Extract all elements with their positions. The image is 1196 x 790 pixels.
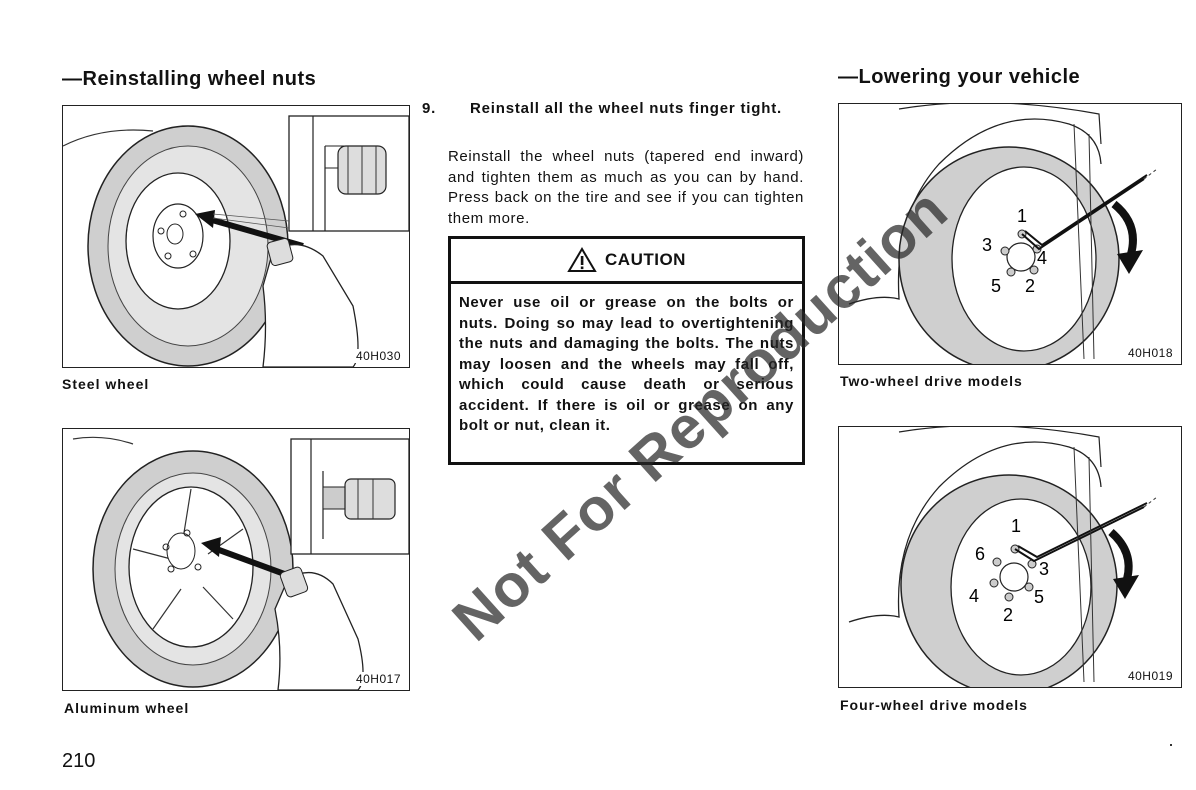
caution-header: CAUTION <box>451 239 802 284</box>
page-speck <box>1170 744 1172 746</box>
nut-label: 4 <box>969 586 979 606</box>
figure-two-wheel-drive: 1 4 2 5 3 40H018 <box>838 103 1182 365</box>
figure-code: 40H018 <box>1125 346 1175 360</box>
nut-label: 6 <box>975 544 985 564</box>
nut-label: 2 <box>1003 605 1013 625</box>
figure-four-wheel-drive: 1 3 5 2 4 6 40H019 <box>838 426 1182 688</box>
figure-code: 40H017 <box>353 672 403 686</box>
figure-code: 40H030 <box>353 349 403 363</box>
caption-four-wheel-drive: Four-wheel drive models <box>840 697 1028 713</box>
two-wheel-drive-illustration: 1 4 2 5 3 <box>848 104 1158 364</box>
nut-label: 2 <box>1025 276 1035 296</box>
nut-label: 5 <box>1034 587 1044 607</box>
nut-label: 4 <box>1037 248 1047 268</box>
figure-code: 40H019 <box>1125 669 1175 683</box>
section-title-reinstalling: —Reinstalling wheel nuts <box>62 68 317 90</box>
nut-label: 1 <box>1017 206 1027 226</box>
warning-triangle-icon <box>567 247 597 272</box>
caption-two-wheel-drive: Two-wheel drive models <box>840 373 1023 389</box>
four-wheel-drive-illustration: 1 3 5 2 4 6 <box>848 427 1158 687</box>
step-body-text: Reinstall the wheel nuts (tapered end in… <box>448 148 804 227</box>
caption-aluminum-wheel: Aluminum wheel <box>64 700 190 716</box>
step-title: Reinstall all the wheel nuts finger tigh… <box>470 100 782 117</box>
step-number: 9. <box>422 100 437 117</box>
nut-label: 1 <box>1011 516 1021 536</box>
nut-label: 3 <box>1039 559 1049 579</box>
caution-box: CAUTION Never use oil or grease on the b… <box>448 236 805 465</box>
figure-aluminum-wheel: 40H017 <box>62 428 410 691</box>
caution-title: CAUTION <box>605 250 686 269</box>
nut-label: 5 <box>991 276 1001 296</box>
step-9: 9. Reinstall all the wheel nuts finger ti… <box>422 98 804 119</box>
aluminum-wheel-illustration <box>72 436 409 690</box>
steel-wheel-illustration <box>63 115 409 367</box>
caution-text: Never use oil or grease on the bolts or … <box>459 294 794 434</box>
section-title-lowering: —Lowering your vehicle <box>838 66 1081 88</box>
page-number: 210 <box>62 750 96 772</box>
figure-steel-wheel: 40H030 <box>62 105 410 368</box>
caption-steel-wheel: Steel wheel <box>62 376 150 392</box>
nut-label: 3 <box>982 235 992 255</box>
